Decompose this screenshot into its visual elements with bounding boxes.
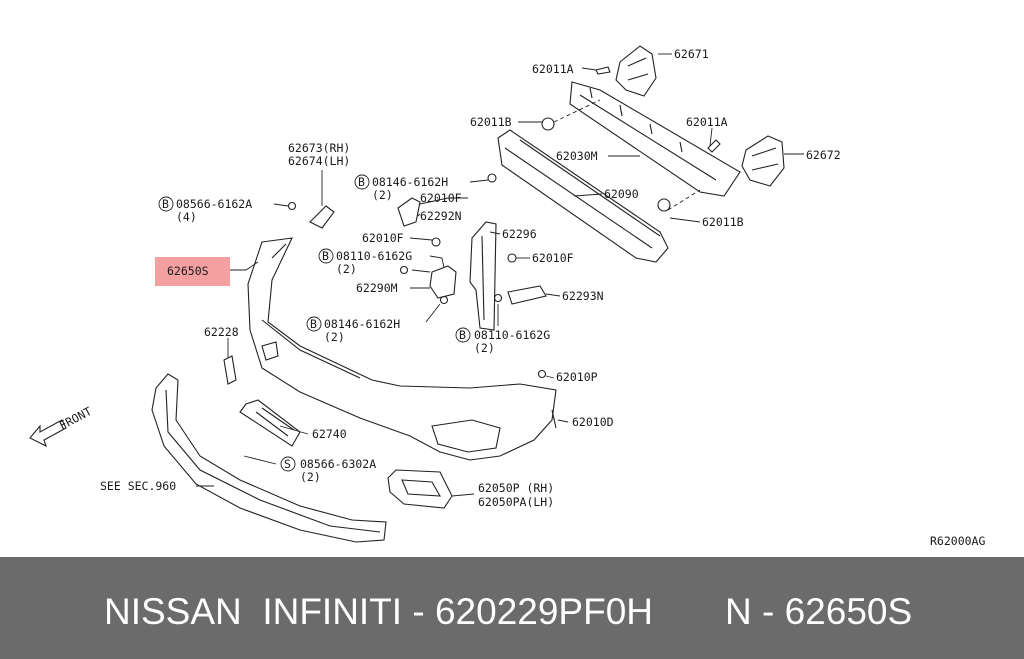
- label-62010f-b: 62010F: [362, 231, 404, 245]
- label-08566-6162a-qty: (4): [176, 210, 197, 224]
- circled-letters: B B B B B S: [158, 174, 471, 472]
- label-62010f-c: 62010F: [532, 251, 574, 265]
- bolt-08110-bot: [493, 293, 503, 303]
- bracket-62671: [615, 45, 657, 97]
- label-62011b-right: 62011B: [702, 215, 744, 229]
- label-62011b-left: 62011B: [470, 115, 512, 129]
- parts-diagram: B B B B B S 62671 62011A 62011B 62011A 6…: [29, 45, 986, 548]
- label-62228: 62228: [204, 325, 239, 339]
- highlight-box-62650s: [155, 257, 230, 286]
- label-62050p: 62050P (RH): [478, 481, 554, 495]
- lower-spoiler: [151, 373, 387, 543]
- part-labels: 62671 62011A 62011B 62011A 62672 62030M …: [57, 47, 986, 548]
- bolt-62011a-top: [595, 66, 611, 75]
- circle-b-2: B: [358, 175, 365, 189]
- circle-b-5: B: [459, 328, 466, 342]
- label-62030m: 62030M: [556, 149, 598, 163]
- label-62293n: 62293N: [562, 289, 604, 303]
- label-08146-bot: 08146-6162H: [324, 317, 400, 331]
- label-62292n: 62292N: [420, 209, 462, 223]
- label-62673: 62673(RH): [288, 141, 350, 155]
- circle-b-3: B: [322, 249, 329, 263]
- bracket-62672: [741, 135, 785, 187]
- energy-absorber-62090: [497, 129, 669, 263]
- clip-62011b-left: [541, 117, 555, 131]
- bumper-fascia-62650s: [247, 237, 557, 461]
- label-62010d: 62010D: [572, 415, 614, 429]
- label-62671: 62671: [674, 47, 709, 61]
- label-08110-top-qty: (2): [336, 262, 357, 276]
- label-62290m: 62290M: [356, 281, 398, 295]
- bracket-62292n: [397, 197, 421, 227]
- label-front: FRONT: [57, 404, 94, 433]
- screw-08566-6162a: [287, 201, 297, 211]
- label-08110-bot: 08110-6162G: [474, 328, 550, 342]
- label-62296: 62296: [502, 227, 537, 241]
- fog-bezel-62050p: [387, 469, 453, 509]
- label-62011a-right: 62011A: [686, 115, 728, 129]
- air-guide-62228: [223, 355, 237, 385]
- clip-62010f-a: [487, 173, 497, 183]
- label-08146-top-qty: (2): [372, 188, 393, 202]
- label-see-sec: SEE SEC.960: [100, 479, 176, 493]
- clip-62010f-b: [431, 237, 441, 247]
- label-62740: 62740: [312, 427, 347, 441]
- label-08110-bot-qty: (2): [474, 341, 495, 355]
- label-62090: 62090: [604, 187, 639, 201]
- bolt-08146-bot: [439, 295, 449, 305]
- front-direction-arrow: [29, 419, 67, 448]
- circle-s: S: [284, 457, 291, 471]
- label-08110-top: 08110-6162G: [336, 249, 412, 263]
- clip-62011b-right: [657, 198, 671, 212]
- footer-bar: NISSAN INFINITI - 620229PF0H N - 62650S: [0, 557, 1024, 659]
- label-08146-bot-qty: (2): [324, 330, 345, 344]
- bracket-62290m: [429, 265, 457, 299]
- bracket-62673: [309, 205, 335, 229]
- label-62650s: 62650S: [167, 264, 209, 278]
- label-08566-6162a: 08566-6162A: [176, 197, 252, 211]
- clip-62010p: [537, 369, 547, 379]
- label-08566-6302a-qty: (2): [300, 470, 321, 484]
- bracket-62293n: [507, 285, 547, 305]
- circle-b-1: B: [162, 197, 169, 211]
- label-62010p: 62010P: [556, 370, 598, 384]
- footer-brand-text: NISSAN INFINITI - 620229PF0H: [104, 591, 654, 632]
- circle-b-4: B: [310, 317, 317, 331]
- leader-lines: [196, 53, 804, 497]
- label-62010f-a: 62010F: [420, 191, 462, 205]
- bolt-08110-top: [399, 265, 409, 275]
- reference-code: R62000AG: [930, 534, 985, 548]
- clip-62010f-c: [507, 253, 517, 263]
- label-08146-top: 08146-6162H: [372, 175, 448, 189]
- reinforcement-beam-62030m: [569, 81, 741, 197]
- grille-62740: [239, 399, 301, 447]
- label-62672: 62672: [806, 148, 841, 162]
- label-08566-6302a: 08566-6302A: [300, 457, 376, 471]
- label-62674: 62674(LH): [288, 154, 350, 168]
- bracket-62296: [469, 221, 497, 331]
- bolt-62011a-right: [707, 139, 721, 153]
- label-62050pa: 62050PA(LH): [478, 495, 554, 509]
- label-62011a-top: 62011A: [532, 62, 574, 76]
- footer-part-number: N - 62650S: [725, 591, 913, 632]
